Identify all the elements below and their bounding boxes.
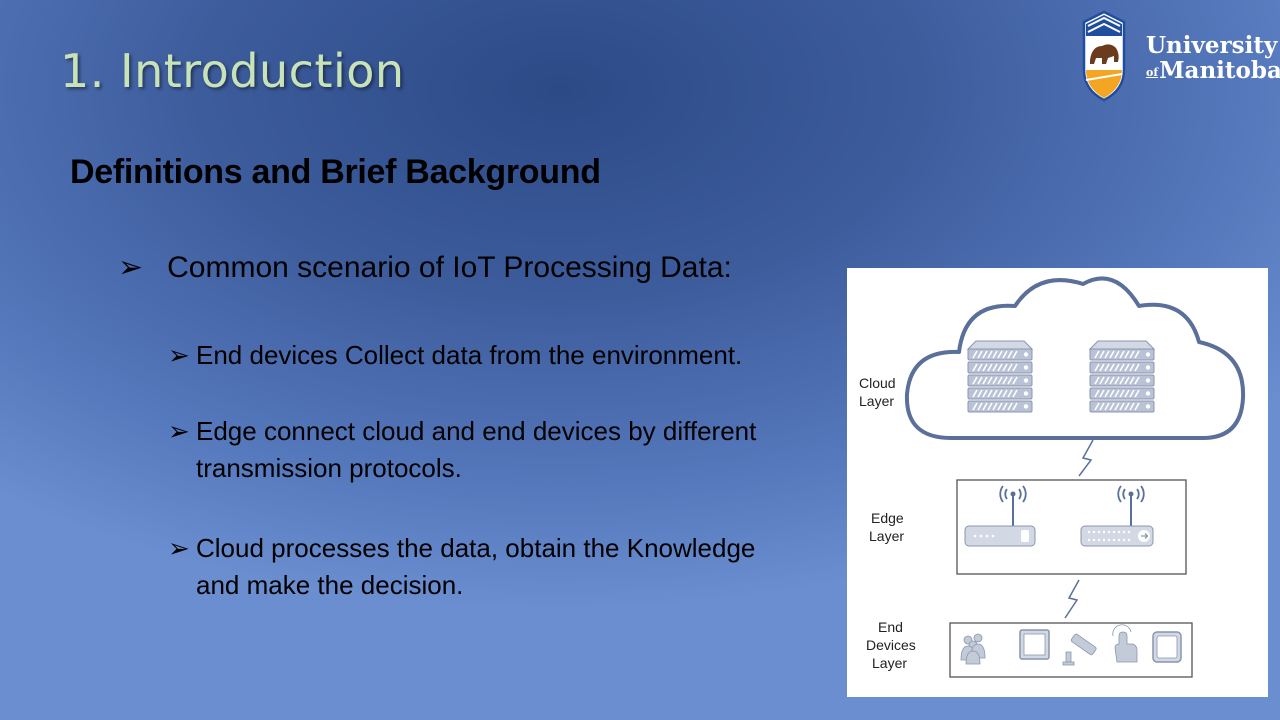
touch-gesture-icon xyxy=(1112,624,1138,663)
logo-line-university: University xyxy=(1146,32,1278,59)
university-wordmark: University ofManitoba xyxy=(1146,33,1280,85)
edge-layer-label-2: Layer xyxy=(869,528,904,544)
arrow-bullet-icon: ➢ xyxy=(168,416,190,446)
cloud-shape xyxy=(904,276,1246,440)
university-logo xyxy=(1082,10,1126,102)
section-subtitle: Definitions and Brief Background xyxy=(70,153,601,191)
sub-bullet-line: End devices Collect data from the enviro… xyxy=(196,340,743,370)
sub-bullet-end-devices: ➢ End devices Collect data from the envi… xyxy=(168,337,742,374)
server-icon xyxy=(967,340,1033,413)
sub-bullet-line: and make the decision. xyxy=(196,570,464,600)
edge-layer-label-1: Edge xyxy=(871,510,904,526)
end-layer-label-1: End xyxy=(878,619,903,635)
end-devices-layer-box xyxy=(949,622,1193,678)
slide-title: 1. Introduction xyxy=(60,44,405,98)
main-bullet: ➢ Common scenario of IoT Processing Data: xyxy=(118,250,732,285)
wifi-antenna-icon xyxy=(1117,485,1145,527)
router-icon xyxy=(964,525,1036,547)
logo-line-manitoba: ofManitoba xyxy=(1146,58,1280,85)
arrow-bullet-icon: ➢ xyxy=(118,251,144,284)
sub-bullet-line: Edge connect cloud and end devices by di… xyxy=(196,416,757,446)
cloud-layer-label-2: Layer xyxy=(859,393,894,409)
arrow-bullet-icon: ➢ xyxy=(168,340,190,370)
sub-bullet-line: transmission protocols. xyxy=(196,453,462,483)
wifi-antenna-icon xyxy=(999,485,1027,527)
edge-layer-box xyxy=(956,479,1187,575)
people-icon xyxy=(960,633,986,665)
sub-bullet-edge: ➢ Edge connect cloud and end devices by … xyxy=(168,413,756,487)
main-bullet-text: Common scenario of IoT Processing Data: xyxy=(167,251,732,284)
shield-icon xyxy=(1082,10,1126,102)
end-layer-label-2: Devices xyxy=(866,637,916,653)
iot-architecture-diagram: Cloud Layer Edge Layer End Devices Layer xyxy=(847,268,1268,697)
logo-manitoba: Manitoba xyxy=(1159,57,1280,84)
server-icon xyxy=(1089,340,1155,413)
sub-bullet-cloud: ➢ Cloud processes the data, obtain the K… xyxy=(168,530,755,604)
lightning-icon xyxy=(1064,579,1080,619)
security-camera-icon xyxy=(1062,633,1097,666)
cloud-layer-label-1: Cloud xyxy=(859,375,896,391)
lightning-icon xyxy=(1078,439,1094,477)
end-layer-label-3: Layer xyxy=(872,655,907,671)
logo-of: of xyxy=(1146,65,1159,79)
arrow-bullet-icon: ➢ xyxy=(168,533,190,563)
sub-bullet-line: Cloud processes the data, obtain the Kno… xyxy=(196,533,756,563)
